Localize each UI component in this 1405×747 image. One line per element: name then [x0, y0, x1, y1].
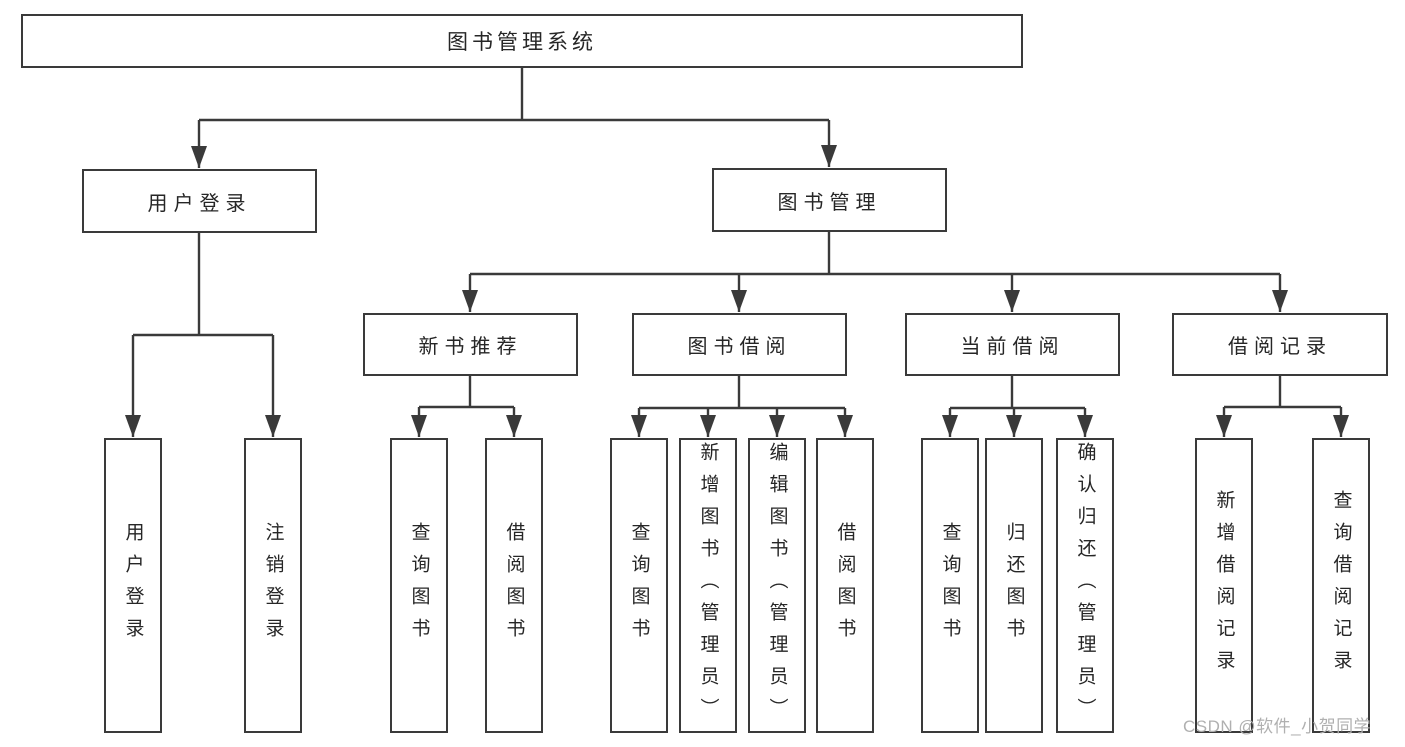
leaf-borrow-books: 借阅图书	[816, 438, 874, 733]
connector-current-borrow-children	[942, 376, 1093, 437]
leaf-label: 确认归还（管理员）	[1074, 441, 1096, 730]
connector-user-login-children	[125, 233, 281, 437]
leaf-label: 查询图书	[628, 521, 650, 650]
connector-root-to-level2	[191, 68, 837, 168]
node-borrow-records: 借阅记录	[1172, 313, 1388, 376]
leaf-logout: 注销登录	[244, 438, 302, 733]
node-label: 借阅记录	[1228, 336, 1332, 358]
connector-book-borrow-children	[631, 376, 853, 437]
leaf-label: 注销登录	[262, 521, 284, 650]
node-book-borrow: 图书借阅	[632, 313, 847, 376]
node-label: 图书管理系统	[447, 31, 597, 54]
leaf-confirm-return-admin: 确认归还（管理员）	[1056, 438, 1114, 733]
leaf-label: 新增图书（管理员）	[697, 441, 719, 730]
leaf-label: 用户登录	[122, 521, 144, 650]
leaf-add-borrow-record: 新增借阅记录	[1195, 438, 1253, 733]
leaf-borrow-books: 借阅图书	[485, 438, 543, 733]
node-new-book-recommend: 新书推荐	[363, 313, 578, 376]
leaf-label: 编辑图书（管理员）	[766, 441, 788, 730]
leaf-add-books-admin: 新增图书（管理员）	[679, 438, 737, 733]
leaf-query-books: 查询图书	[921, 438, 979, 733]
node-label: 用户登录	[147, 192, 252, 215]
node-label: 新书推荐	[418, 336, 523, 358]
csdn-watermark: CSDN @软件_小贺同学	[1183, 717, 1372, 736]
leaf-query-books: 查询图书	[390, 438, 448, 733]
node-label: 当前借阅	[960, 336, 1065, 358]
connector-book-mgmt-to-level3	[462, 232, 1288, 312]
node-library-management-system: 图书管理系统	[21, 14, 1023, 68]
leaf-label: 查询借阅记录	[1330, 489, 1352, 682]
leaf-return-books: 归还图书	[985, 438, 1043, 733]
leaf-label: 借阅图书	[503, 521, 525, 650]
leaf-label: 新增借阅记录	[1213, 489, 1235, 682]
node-book-management: 图书管理	[712, 168, 947, 232]
leaf-edit-books-admin: 编辑图书（管理员）	[748, 438, 806, 733]
leaf-label: 查询图书	[408, 521, 430, 650]
leaf-label: 查询图书	[939, 521, 961, 650]
leaf-user-login: 用户登录	[104, 438, 162, 733]
connector-borrow-records-children	[1216, 376, 1349, 437]
leaf-label: 归还图书	[1003, 521, 1025, 650]
node-label: 图书管理	[777, 191, 882, 214]
leaf-label: 借阅图书	[834, 521, 856, 650]
node-label: 图书借阅	[687, 336, 792, 358]
leaf-query-books: 查询图书	[610, 438, 668, 733]
node-user-login: 用户登录	[82, 169, 317, 233]
leaf-query-borrow-record: 查询借阅记录	[1312, 438, 1370, 733]
connector-new-books-children	[411, 376, 522, 437]
node-current-borrow: 当前借阅	[905, 313, 1120, 376]
